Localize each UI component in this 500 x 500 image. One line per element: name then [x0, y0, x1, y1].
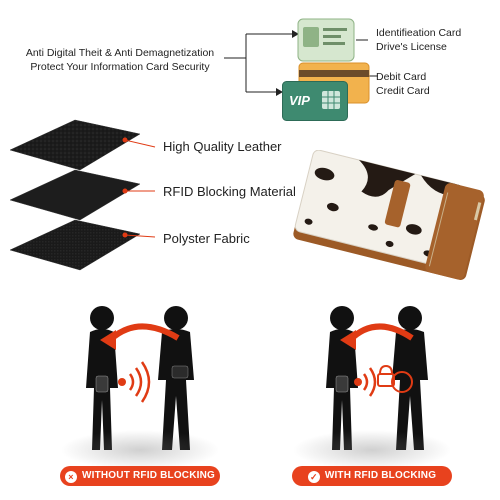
check-icon: ✓ — [307, 471, 320, 483]
vip-card-shape — [282, 81, 348, 121]
card-group-id-line2: Drive's License — [376, 41, 447, 53]
badge-with-rfid: ✓ WITH RFID BLOCKING — [292, 466, 452, 486]
thief-silhouette — [326, 306, 358, 450]
intro-text: Anti Digital Theit & Anti Demagnetizatio… — [6, 46, 234, 74]
vip-label: VIP — [289, 93, 310, 108]
card-group-id: Identifieation Card Drive's License — [376, 26, 461, 54]
scene-with-blocking — [326, 306, 428, 450]
card-group-bank-line2: Credit Card — [376, 85, 430, 97]
material-layers — [9, 119, 156, 271]
card-connector — [224, 30, 378, 96]
layer-label-leather: High Quality Leather — [163, 139, 282, 154]
card-group-id-line1: Identifieation Card — [376, 27, 462, 39]
id-card-icon — [297, 18, 355, 62]
victim-silhouette — [158, 306, 194, 450]
badge-without-rfid: × WITHOUT RFID BLOCKING — [60, 466, 220, 486]
scene-without-blocking — [86, 306, 194, 450]
badge-with-label: WITH RFID BLOCKING — [324, 470, 437, 481]
wallet-image — [293, 150, 485, 280]
badge-glow-left — [60, 430, 220, 470]
layer-label-rfid: RFID Blocking Material — [163, 184, 296, 199]
badge-without-label: WITHOUT RFID BLOCKING — [81, 470, 216, 481]
lock-icon — [377, 364, 395, 387]
layer-label-polyester: Polyster Fabric — [163, 231, 250, 246]
vip-card: VIP — [282, 81, 348, 121]
intro-line-2: Protect Your Information Card Security — [30, 61, 210, 73]
x-icon: × — [64, 471, 77, 483]
thief-silhouette — [86, 306, 118, 450]
rfid-layer — [9, 169, 141, 221]
card-group-bank: Debit Card Credit Card — [376, 70, 430, 98]
polyester-layer — [9, 219, 141, 271]
leather-layer — [9, 119, 141, 171]
intro-line-1: Anti Digital Theit & Anti Demagnetizatio… — [25, 47, 215, 59]
badge-glow-right — [292, 430, 452, 470]
card-group-bank-line1: Debit Card — [376, 71, 427, 83]
